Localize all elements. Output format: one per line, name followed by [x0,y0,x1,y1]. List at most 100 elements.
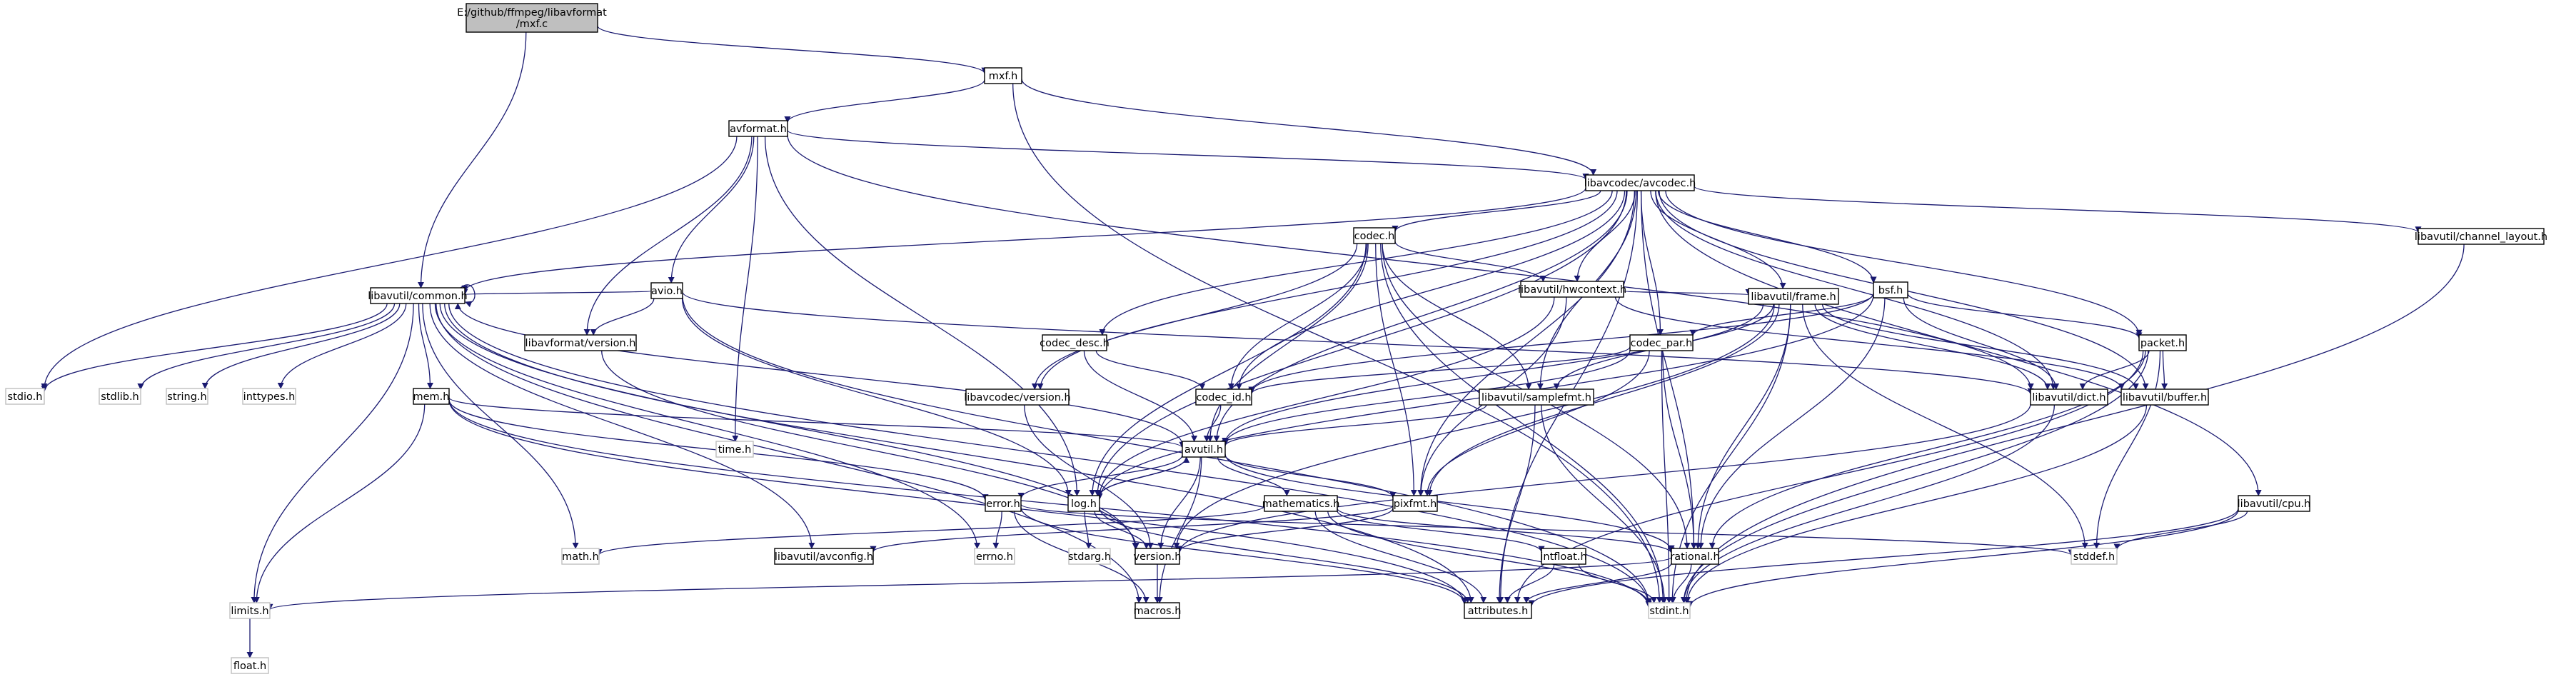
node-stdarg-h[interactable]: stdarg.h [1068,548,1111,565]
node-rational-h[interactable]: rational.h [1670,548,1720,565]
node-stdio-h[interactable]: stdio.h [5,388,45,405]
edge-avio_h-to-common_h [462,289,652,296]
node-channel-layout-h[interactable]: libavutil/channel_layout.h [2415,228,2547,245]
node-mxf-h[interactable]: mxf.h [984,67,1022,84]
node-box[interactable] [1353,227,1396,244]
node-box[interactable] [1134,602,1180,619]
node-intfloat-h[interactable]: intfloat.h [1540,548,1587,565]
node-box[interactable] [965,388,1070,406]
node-attributes-h[interactable]: attributes.h [1464,602,1532,619]
node-avconfig-h[interactable]: libavutil/avconfig.h [774,548,874,565]
node-packet-h[interactable]: packet.h [2138,334,2187,351]
node-box[interactable] [715,441,754,458]
edge-log_h-to-stdarg_h [1084,511,1092,549]
node-pixfmt-h[interactable]: pixfmt.h [1392,495,1438,512]
node-root[interactable]: E:/github/ffmpeg/libavformat/mxf.c [457,3,607,33]
node-limits-h[interactable]: limits.h [229,602,271,619]
node-box[interactable] [1748,288,1839,305]
node-box[interactable] [974,548,1015,565]
node-string-h[interactable]: string.h [166,388,208,405]
node-box[interactable] [2030,388,2108,406]
edge-cpu_h-to-attributes_h [1528,508,2239,607]
node-box[interactable] [413,388,450,405]
node-box[interactable] [1067,495,1100,512]
node-box[interactable] [1671,548,1719,565]
node-stddef-h[interactable]: stddef.h [2071,548,2118,565]
node-box[interactable] [1068,548,1111,565]
node-box[interactable] [229,602,271,619]
node-box[interactable] [2417,228,2545,245]
node-codec-h[interactable]: codec.h [1353,227,1396,244]
node-box[interactable] [370,287,466,304]
node-box[interactable] [466,3,598,33]
node-box[interactable] [1195,388,1252,406]
node-errno-h[interactable]: errno.h [974,548,1015,565]
node-avc-version-h[interactable]: libavcodec/version.h [964,388,1071,406]
node-label: version.h [1134,551,1182,563]
node-box[interactable] [1873,281,1908,299]
node-box[interactable] [231,657,269,674]
edge-avc_version_h-to-version_h [1024,404,1154,549]
node-version-h[interactable]: version.h [1134,548,1182,565]
node-macros-h[interactable]: macros.h [1134,602,1182,619]
node-box[interactable] [1629,334,1694,351]
node-box[interactable] [561,548,600,565]
node-codec-par-h[interactable]: codec_par.h [1629,334,1694,351]
node-mem-h[interactable]: mem.h [413,388,450,405]
node-box[interactable] [1464,602,1532,619]
node-common-h[interactable]: libavutil/common.h [368,287,468,304]
node-time-h[interactable]: time.h [715,441,754,458]
node-samplefmt-h[interactable]: libavutil/samplefmt.h [1479,388,1594,406]
node-box[interactable] [774,548,874,565]
node-box[interactable] [650,282,683,299]
node-avutil-h[interactable]: avutil.h [1182,441,1226,458]
edge-mathematics_h-to-attributes_h [1314,511,1487,603]
node-buffer-h[interactable]: libavutil/buffer.h [2120,388,2209,406]
node-box[interactable] [985,495,1022,512]
node-box[interactable] [1264,495,1338,512]
node-box[interactable] [2120,388,2209,406]
node-box[interactable] [984,67,1022,84]
node-box[interactable] [524,334,637,351]
edge-avcodec_h-to-bsf_h [1658,190,1877,284]
node-stdint-h[interactable]: stdint.h [1648,602,1691,619]
node-bsf-h[interactable]: bsf.h [1873,281,1908,299]
node-avcodec-h[interactable]: libavcodec/avcodec.h [1584,174,1696,191]
node-box[interactable] [1520,281,1624,298]
node-box[interactable] [166,388,208,405]
node-error-h[interactable]: error.h [985,495,1022,512]
node-label: stdio.h [8,391,43,403]
node-label: error.h [986,498,1020,510]
node-avio-h[interactable]: avio.h [650,282,683,299]
node-float-h[interactable]: float.h [231,657,269,674]
node-hwcontext-h[interactable]: libavutil/hwcontext.h [1518,281,1626,298]
node-box[interactable] [1134,548,1180,565]
node-dict-h[interactable]: libavutil/dict.h [2030,388,2108,406]
node-box[interactable] [1182,441,1226,458]
node-box[interactable] [2138,334,2187,351]
node-box[interactable] [5,388,45,405]
node-box[interactable] [1392,495,1438,512]
node-box[interactable] [242,388,296,405]
node-box[interactable] [1479,388,1594,406]
node-box[interactable] [2071,548,2118,565]
node-log-h[interactable]: log.h [1067,495,1100,512]
node-box[interactable] [99,388,141,405]
node-avformat-h[interactable]: avformat.h [728,120,788,137]
node-box[interactable] [728,120,788,137]
edge-avformat_h-to-avio_h [668,136,755,284]
node-avf-version-h[interactable]: libavformat/version.h [524,334,637,351]
node-box[interactable] [2238,495,2310,512]
node-inttypes-h[interactable]: inttypes.h [242,388,296,405]
node-frame-h[interactable]: libavutil/frame.h [1748,288,1839,305]
node-codec-desc-h[interactable]: codec_desc.h [1040,334,1110,351]
node-cpu-h[interactable]: libavutil/cpu.h [2238,495,2311,512]
node-box[interactable] [1585,174,1695,191]
node-box[interactable] [1648,602,1691,619]
node-box[interactable] [1541,548,1586,565]
node-box[interactable] [1042,334,1107,351]
node-mathematics-h[interactable]: mathematics.h [1262,495,1340,512]
node-stdlib-h[interactable]: stdlib.h [99,388,141,405]
node-codec-id-h[interactable]: codec_id.h [1195,388,1252,406]
node-math-h[interactable]: math.h [561,548,600,565]
